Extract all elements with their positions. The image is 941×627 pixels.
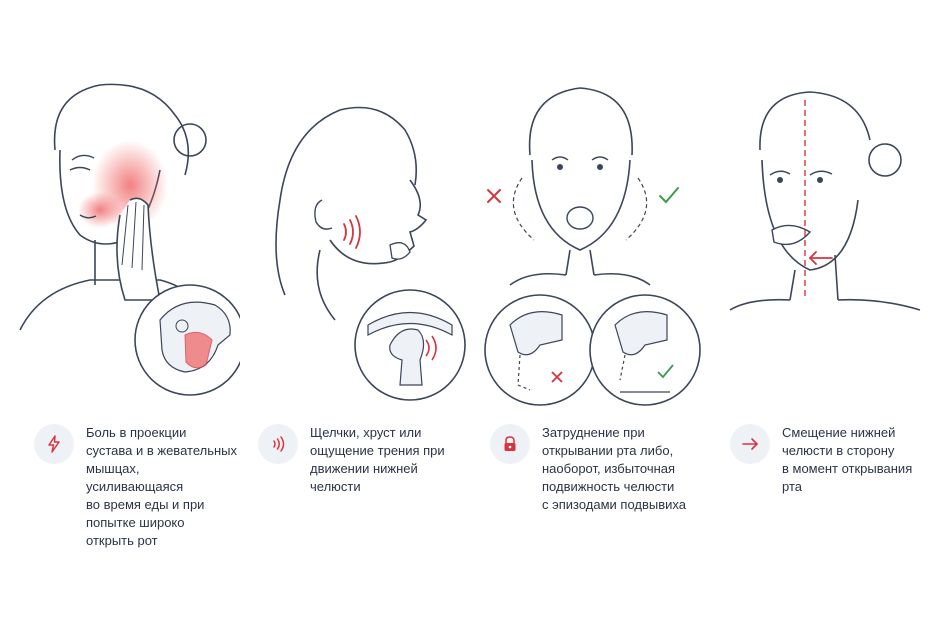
deviation-illustration (729, 91, 921, 311)
padlock-icon (490, 424, 530, 464)
skull-inset-correct (589, 294, 701, 406)
caption-text: Щелчки, хруст или ощущение трения при дв… (310, 425, 445, 494)
arrow-right-icon (730, 424, 770, 464)
face-outline (531, 159, 631, 251)
caption-deviation: Смещение нижней челюсти в сторону в моме… (730, 424, 941, 496)
panel-deviation: Смещение нижней челюсти в сторону в моме… (710, 0, 941, 627)
check-icon (659, 187, 679, 204)
caption-pain: Боль в проекции сустава и в жевательных … (34, 424, 240, 550)
hair-bun (173, 123, 207, 157)
hair-bun (868, 143, 902, 177)
ear (314, 199, 333, 230)
joint-inset (354, 289, 466, 401)
clicking-illustration (275, 106, 466, 401)
cross-icon (487, 189, 501, 203)
panel-pain: Боль в проекции сустава и в жевательных … (0, 0, 240, 627)
caption-text: Боль в проекции сустава и в жевательных … (86, 425, 238, 548)
shift-arrow (808, 251, 833, 265)
lightning-bolt-icon (34, 424, 74, 464)
open-mouth (771, 224, 812, 246)
open-mouth (566, 206, 594, 230)
panel-mobility: Затруднение при открывании рта либо, нао… (470, 0, 710, 627)
sound-waves-icon (258, 424, 298, 464)
panel-clicking: Щелчки, хруст или ощущение трения при дв… (240, 0, 470, 627)
skull-inset (134, 284, 240, 396)
face-outline (761, 159, 859, 271)
caption-mobility: Затруднение при открывании рта либо, нао… (490, 424, 710, 514)
mobility-illustration (484, 87, 701, 406)
sound-waves (343, 215, 361, 249)
skull-inset-wrong (484, 294, 596, 406)
pain-illustration (19, 83, 240, 396)
caption-clicking: Щелчки, хруст или ощущение трения при дв… (258, 424, 470, 496)
caption-text: Затруднение при открывании рта либо, нао… (542, 425, 687, 512)
hand (116, 197, 161, 301)
caption-text: Смещение нижней челюсти в сторону в моме… (782, 425, 913, 494)
